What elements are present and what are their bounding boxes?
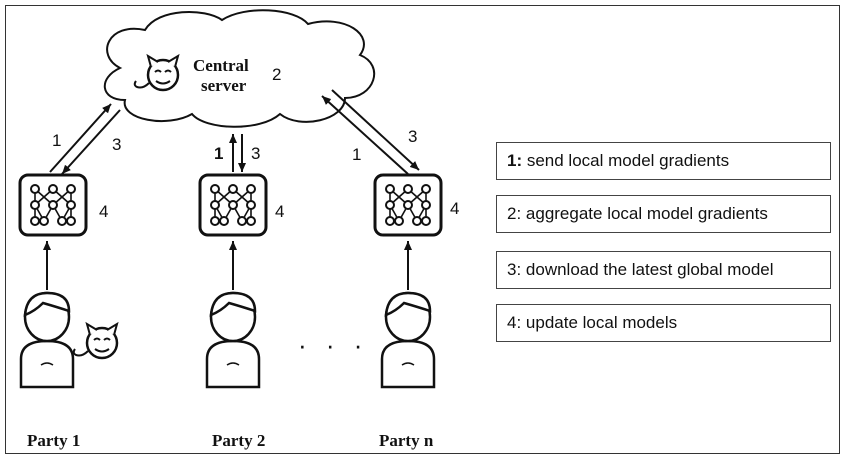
party2-send-step: 1: [214, 144, 224, 163]
arrow-server-to-partyn: [331, 89, 420, 171]
more-parties-ellipsis: · · ·: [298, 330, 369, 360]
party2-update-step: 4: [275, 202, 285, 221]
malicious-party-devil-icon: [72, 322, 119, 360]
diagram-frame: [5, 5, 840, 454]
party1-update-step: 4: [99, 202, 109, 221]
user-icon-partyn: [380, 291, 436, 389]
legend-text-2: aggregate local model gradients: [521, 204, 768, 223]
party2-download-step: 3: [251, 144, 261, 163]
arrow-partyn-to-server: [321, 95, 409, 175]
server-step-number: 2: [272, 65, 282, 84]
legend-item-download: 3: download the latest global model: [496, 251, 831, 289]
party-label-2: Party 2: [212, 431, 266, 450]
local-model-icon-partyn: [373, 173, 443, 237]
party-label-n: Party n: [379, 431, 434, 450]
party-label-1: Party 1: [27, 431, 81, 450]
arrow-server-to-party1: [61, 109, 121, 175]
legend-key-4: 4:: [507, 313, 522, 332]
server-label: Central server: [193, 56, 249, 95]
legend-key-2: 2:: [507, 204, 522, 223]
local-model-icon-party2: [198, 173, 268, 237]
legend-item-update: 4: update local models: [496, 304, 831, 342]
arrow-party1-to-server: [49, 103, 112, 173]
server-label-line2: server: [201, 75, 247, 95]
legend-item-aggregate: 2: aggregate local model gradients: [496, 195, 831, 233]
legend-key-1: 1:: [507, 151, 523, 170]
partyn-update-step: 4: [450, 199, 460, 218]
partyn-send-step: 1: [352, 145, 362, 164]
legend-text-4: update local models: [521, 313, 678, 332]
user-icon-party1: [19, 291, 75, 389]
legend-item-send: 1: send local model gradients: [496, 142, 831, 180]
party1-download-step: 3: [112, 135, 122, 154]
server-label-line1: Central: [193, 56, 249, 75]
partyn-download-step: 3: [408, 127, 418, 146]
central-server-cloud: [103, 9, 376, 128]
legend-key-3: 3:: [507, 260, 522, 279]
legend-text-1: send local model gradients: [522, 151, 730, 170]
legend-text-3: download the latest global model: [521, 260, 774, 279]
user-icon-party2: [205, 291, 261, 389]
party1-send-step: 1: [52, 131, 62, 150]
local-model-icon-party1: [18, 173, 88, 237]
